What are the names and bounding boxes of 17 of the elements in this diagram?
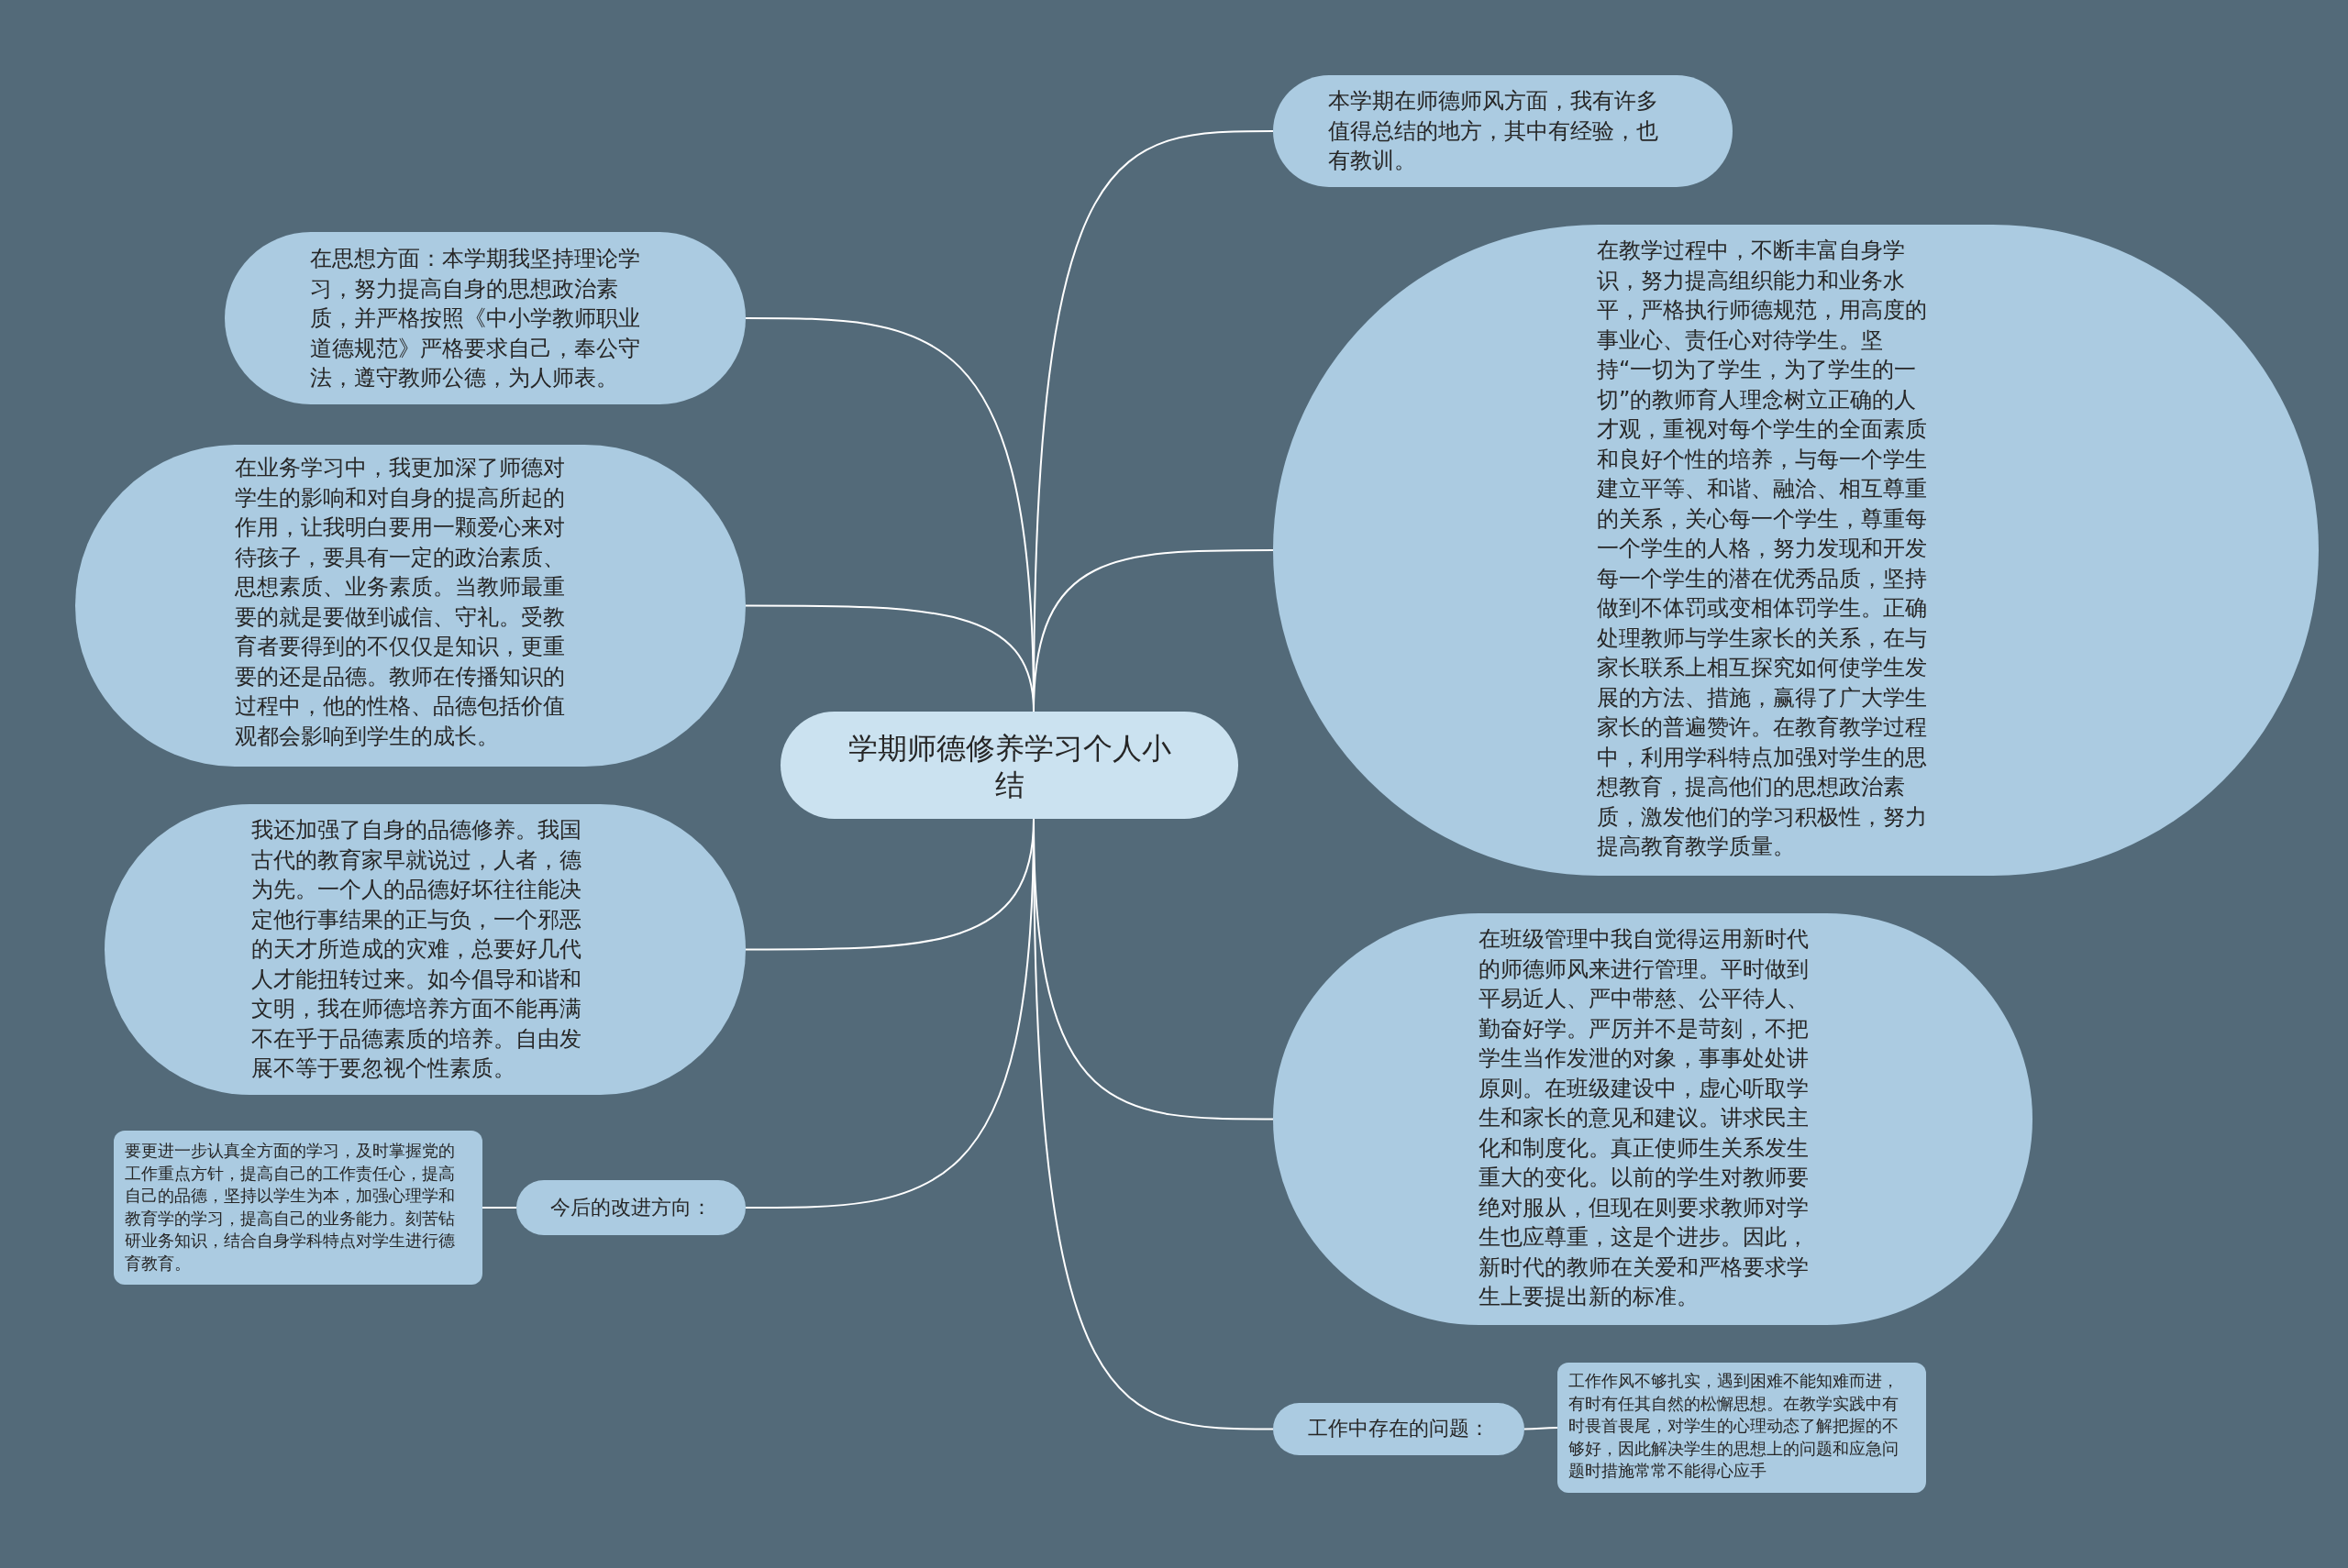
topic-text: 工作作风不够扎实，遇到困难不能知难而进，有时有任其自然的松懈思想。在教学实践中有时畏首畏尾，对学生的心理动态了解把握的不够好，因此解决学生的思想上的问题和应急问题时措施常常不能得心应手	[1568, 1371, 1899, 1482]
note-box	[114, 1131, 482, 1285]
topic-text: 要更进一步认真全方面的学习，及时掌握党的工作重点方针，提高自己的工作责任心，提高自己的品德，坚持以学生为本，加强心理学和教育学的学习，提高自己的业务能力。刻苦钻研业务知识，结合自身学科特点对学生进行德育教育。	[125, 1141, 456, 1275]
note-box	[1557, 1363, 1926, 1493]
topic-text: 我还加强了自身的品德修养。我国古代的教育家早就说过，人者，德为先。一个人的品德好坏往往能决定他行事结果的正与负，一个邪恶的天才所造成的灾难，总要好几代人才能扭转过来。如今倡导和谐和文明，我在师德培养方面不能再满不在乎于品德素质的培养。自由发展不等于要忽视个性素质。	[251, 816, 582, 1083]
subtopic-bubble	[1273, 1403, 1524, 1455]
topic-text: 今后的改进方向：	[549, 1195, 713, 1220]
topic-text: 在思想方面：本学期我坚持理论学习，努力提高自身的思想政治素质，并严格按照《中小学教师职业道德规范》严格要求自己，奉公守法，遵守教师公德，为人师表。	[310, 245, 641, 392]
topic-text: 在教学过程中，不断丰富自身学识，努力提高组织能力和业务水平，严格执行师德规范，用高度的事业心、责任心对待学生。坚持“一切为了学生，为了学生的一切”的教师育人理念树立正确的人才观，重视对每个学生的全面素质和良好个性的培养，与每一个学生建立平等、和谐、融洽、相互尊重的关系，关心每一个学生，尊重每一个学生的人格，努力发现和开发每一个学生的潜在优秀品质，坚持做到不体罚或变相体罚学生。正确处理教师与学生家长的关系，在与家长联系上相互探究如何使学生发展的方法、措施，赢得了广大学生家长的普遍赞许。在教育教学过程中，利用学科特点加强对学生的思想教育，提高他们的思想政治素质，激发他们的学习积极性，努力提高教育教学质量。	[1597, 237, 1928, 861]
topic-text: 工作中存在的问题：	[1307, 1416, 1490, 1441]
connector-line	[1523, 1427, 1558, 1430]
topic-text: 本学期在师德师风方面，我有许多值得总结的地方，其中有经验，也有教训。	[1328, 87, 1659, 175]
subtopic-bubble	[516, 1180, 746, 1235]
topic-text: 在业务学习中，我更加深了师德对学生的影响和对自身的提高所起的作用，让我明白要用一颗爱心来对待孩子，要具有一定的政治素质、思想素质、业务素质。当教师最重要的就是要做到诚信、守礼。受教育者要得到的不仅仅是知识，更重要的还是品德。教师在传播知识的过程中，他的性格、品德包括价值观都会影响到学生的成长。	[235, 454, 566, 751]
connector-line	[482, 1207, 517, 1209]
topic-text: 学期师德修养学习个人小结	[847, 730, 1172, 803]
topic-text: 在班级管理中我自觉得运用新时代的师德师风来进行管理。平时做到平易近人、严中带慈、公平待人、勤奋好学。严厉并不是苛刻，不把学生当作发泄的对象，事事处处讲原则。在班级建设中，虚心听取学生和家长的意见和建议。讲求民主化和制度化。真正使师生关系发生重大的变化。以前的学生对教师要绝对服从，但现在则要求教师对学生也应尊重，这是个进步。因此，新时代的教师在关爱和严格要求学生上要提出新的标准。	[1479, 925, 1810, 1311]
